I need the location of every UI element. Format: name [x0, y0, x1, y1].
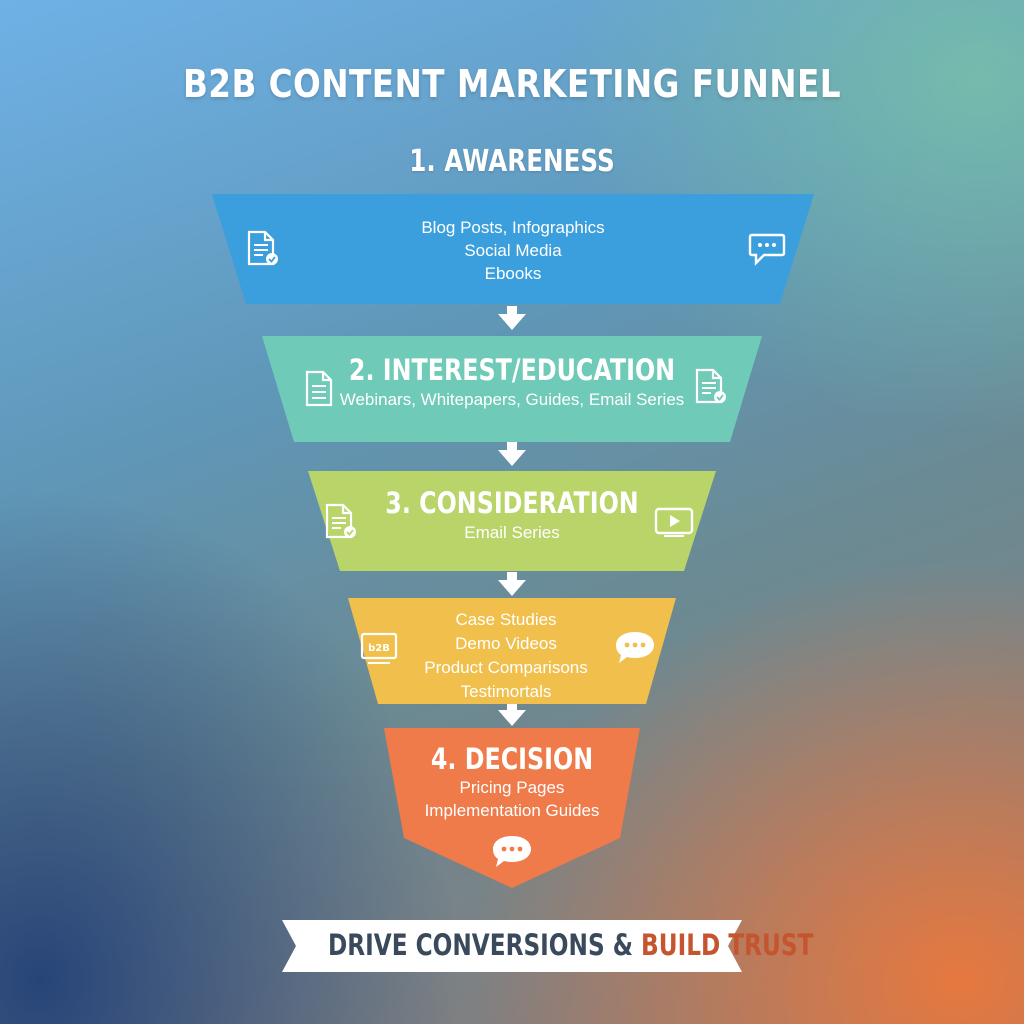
flow-arrow	[498, 450, 526, 466]
consideration-heading: 3. CONSIDERATION	[385, 486, 639, 520]
banner-text-part2: BUILD TRUST	[641, 928, 814, 962]
consideration-detail-line: Demo Videos	[455, 634, 557, 653]
document-check-icon	[247, 230, 278, 266]
banner-ribbon-shape	[282, 920, 742, 972]
funnel-stage-consideration: 3. CONSIDERATION Email Series	[308, 471, 716, 571]
document-icon	[305, 370, 333, 407]
cta-banner: DRIVE CONVERSIONS & BUILD TRUST	[282, 920, 813, 972]
awareness-heading: 1. AWARENESS	[409, 144, 615, 179]
page-title: B2B CONTENT MARKETING FUNNEL	[182, 62, 842, 106]
banner-text-amp: &	[604, 928, 642, 962]
awareness-line: Social Media	[464, 241, 562, 260]
decision-heading: 4. DECISION	[430, 742, 594, 776]
document-check-icon	[695, 368, 726, 404]
funnel-stage-awareness: Blog Posts, Infographics Social Media Eb…	[212, 194, 814, 304]
chat-bubble-icon	[616, 632, 654, 663]
flow-arrow	[498, 580, 526, 596]
flow-arrow-stem	[507, 704, 517, 712]
b2b-monitor-icon: b2B	[360, 632, 398, 664]
consideration-detail-line: Product Comparisons	[424, 658, 588, 677]
chat-bubble-icon	[748, 233, 786, 266]
banner-text: DRIVE CONVERSIONS & BUILD TRUST	[328, 928, 813, 962]
svg-text:b2B: b2B	[368, 643, 390, 654]
flow-arrow-stem	[507, 442, 517, 452]
chat-bubble-icon	[493, 836, 531, 867]
consideration-detail-shape	[348, 598, 676, 704]
awareness-shape	[212, 194, 814, 304]
funnel-stage-interest: 2. INTEREST/EDUCATION Webinars, Whitepap…	[262, 336, 762, 442]
decision-line: Pricing Pages	[459, 778, 565, 797]
interest-shape	[262, 336, 762, 442]
consideration-detail-line: Testimortals	[460, 682, 552, 701]
consideration-detail-line: Case Studies	[455, 610, 557, 629]
decision-line: Implementation Guides	[424, 801, 600, 820]
consideration-shape	[308, 471, 716, 571]
flow-arrow	[498, 314, 526, 330]
interest-line: Webinars, Whitepapers, Guides, Email Ser…	[339, 390, 685, 409]
funnel-stage-decision: 4. DECISION Pricing Pages Implementation…	[384, 728, 640, 890]
interest-heading: 2. INTEREST/EDUCATION	[348, 353, 676, 387]
flow-arrow	[498, 710, 526, 726]
decision-shape	[384, 728, 640, 888]
banner-text-part1: DRIVE CONVERSIONS	[328, 928, 605, 962]
document-check-icon	[325, 503, 356, 539]
funnel-stage-consideration-detail: Case Studies Demo Videos Product Compari…	[348, 598, 676, 704]
flow-arrow-stem	[507, 306, 517, 316]
awareness-line: Ebooks	[484, 264, 542, 283]
awareness-line: Blog Posts, Infographics	[421, 218, 605, 237]
flow-arrow-stem	[507, 572, 517, 582]
video-play-icon	[654, 507, 694, 537]
consideration-line: Email Series	[464, 523, 560, 542]
